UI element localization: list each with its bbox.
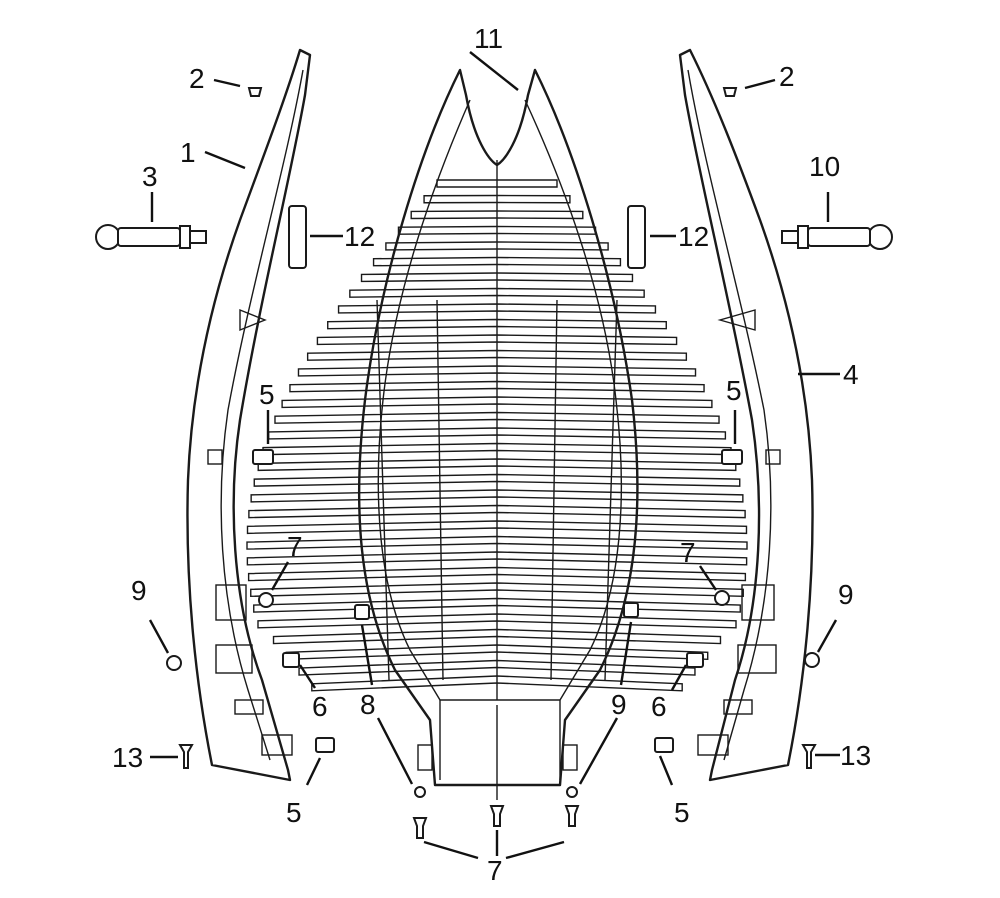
grille-rib [289, 380, 705, 393]
part-7-right-washer [714, 590, 730, 606]
callout-9-right: 9 [838, 579, 854, 610]
grille-rib [246, 551, 748, 566]
grille-rib [385, 241, 609, 251]
part-7-bottom-screw-center [489, 805, 505, 827]
callout-9-left: 9 [131, 575, 147, 606]
part-8-left-nut [354, 604, 370, 620]
grille-divider [550, 299, 558, 681]
part-12-right-pad [627, 205, 646, 269]
left-side-cover [186, 48, 312, 782]
grille-rib [316, 334, 678, 346]
grille-rib [297, 365, 697, 377]
grille-rib [311, 675, 683, 692]
right-side-cover [678, 48, 814, 782]
part-5-clip-a [252, 449, 274, 465]
part-9-right-washer [804, 652, 820, 668]
callout-3: 3 [142, 161, 158, 192]
part-6-right-nut [686, 652, 704, 668]
callout-7-left: 7 [287, 531, 303, 562]
part-3-left-hook [95, 224, 207, 250]
part-5-clip-c [315, 737, 335, 753]
part-2-left-screw [247, 87, 263, 97]
part-6-left-nut [282, 652, 300, 668]
grille-rib [247, 566, 747, 582]
grille-rib [272, 628, 722, 645]
callout-labels: 2 1 3 12 5 7 9 6 13 5 11 8 9 7 2 10 12 4… [112, 23, 871, 886]
grille-rib [410, 210, 584, 220]
grille-divider [376, 299, 390, 681]
part-9-left-washer [166, 655, 182, 671]
center-floor-panel [246, 68, 748, 800]
part-7-bottom-screw-left [412, 817, 428, 839]
bottom-mount-left [414, 786, 426, 798]
grille-rib [372, 256, 622, 267]
grille-rib [248, 504, 746, 519]
callout-7-bottom: 7 [487, 855, 503, 886]
grille-rib [257, 458, 737, 472]
grille-rib [337, 303, 657, 314]
grille-rib [281, 396, 713, 409]
grille-divider [436, 299, 444, 681]
callout-8-right: 9 [611, 689, 627, 720]
callout-4: 4 [843, 359, 859, 390]
callout-5-upper-left: 5 [259, 379, 275, 410]
callout-2-left: 2 [189, 63, 205, 94]
grille-rib [250, 582, 744, 598]
callout-13-right: 13 [840, 740, 871, 771]
part-10-right-hook [781, 224, 893, 250]
callout-13-left: 13 [112, 742, 143, 773]
grille-rib [397, 225, 597, 235]
grille-rib [436, 179, 558, 188]
callout-12-left: 12 [344, 221, 375, 252]
grille-rib [349, 287, 645, 298]
grille-divider [604, 299, 618, 681]
callout-11: 11 [474, 23, 503, 54]
grille-rib [253, 597, 741, 613]
grille-rib [246, 535, 748, 550]
callout-5-upper-right: 5 [726, 375, 742, 406]
grille-rib [274, 411, 720, 424]
part-2-right-screw [722, 87, 738, 97]
callout-2-right: 2 [779, 61, 795, 92]
part-5-clip-d [654, 737, 674, 753]
grille-rib [298, 659, 696, 676]
callout-6-right: 6 [651, 691, 667, 722]
callout-6-left: 6 [312, 691, 328, 722]
callout-10: 10 [809, 151, 840, 182]
callout-5-lower-right: 5 [674, 797, 690, 828]
grille-rib [253, 473, 741, 487]
leader-lines [148, 51, 840, 860]
grille-rib [306, 349, 688, 361]
callout-12-right: 12 [678, 221, 709, 252]
part-7-left-washer [258, 592, 274, 608]
grille-rib [250, 489, 744, 503]
callout-5-lower-left: 5 [286, 797, 302, 828]
floor-grille-ribs [246, 179, 748, 692]
grille-rib [246, 520, 748, 535]
part-13-right-rivet [801, 744, 817, 769]
part-7-bottom-screw-right [564, 805, 580, 827]
part-12-left-pad [288, 205, 307, 269]
part-13-left-rivet [178, 744, 194, 769]
part-5-clip-b [721, 449, 743, 465]
grille-rib [257, 613, 737, 629]
grille-rib [327, 318, 667, 330]
callout-1: 1 [180, 137, 196, 168]
grille-rib [360, 272, 634, 283]
bottom-mount-right [566, 786, 578, 798]
part-8-right-nut [623, 602, 639, 618]
callout-7-right: 7 [680, 537, 696, 568]
callout-8-left: 8 [360, 689, 376, 720]
grille-rib [423, 194, 571, 204]
